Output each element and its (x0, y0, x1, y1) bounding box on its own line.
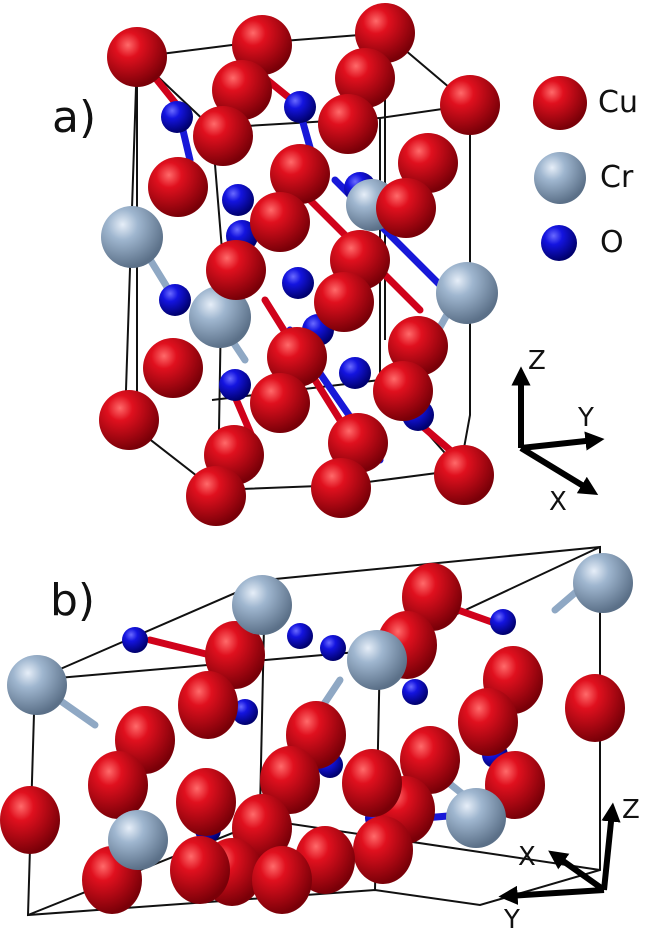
legend-cr: Cr (600, 160, 634, 195)
axis-b-y-label: Y (504, 905, 520, 935)
legend-spheres (533, 76, 587, 261)
copper-atoms-a (99, 3, 500, 526)
chromium-atoms-b (7, 553, 633, 870)
panel-b-label: b) (50, 575, 96, 626)
legend-o: O (600, 225, 624, 260)
panel-a (99, 3, 605, 526)
axis-a-z-label: Z (528, 346, 546, 376)
axis-a-x-label: X (549, 487, 567, 517)
axes-indicator-a (511, 366, 605, 495)
axes-indicator-b (498, 802, 621, 905)
axis-b-x-label: X (518, 842, 536, 872)
legend-cu: Cu (598, 85, 638, 120)
panel-a-label: a) (52, 92, 97, 143)
axis-a-y-label: Y (578, 403, 594, 433)
axis-b-z-label: Z (622, 795, 640, 825)
panel-b (0, 545, 633, 917)
copper-atoms-b (0, 563, 625, 914)
